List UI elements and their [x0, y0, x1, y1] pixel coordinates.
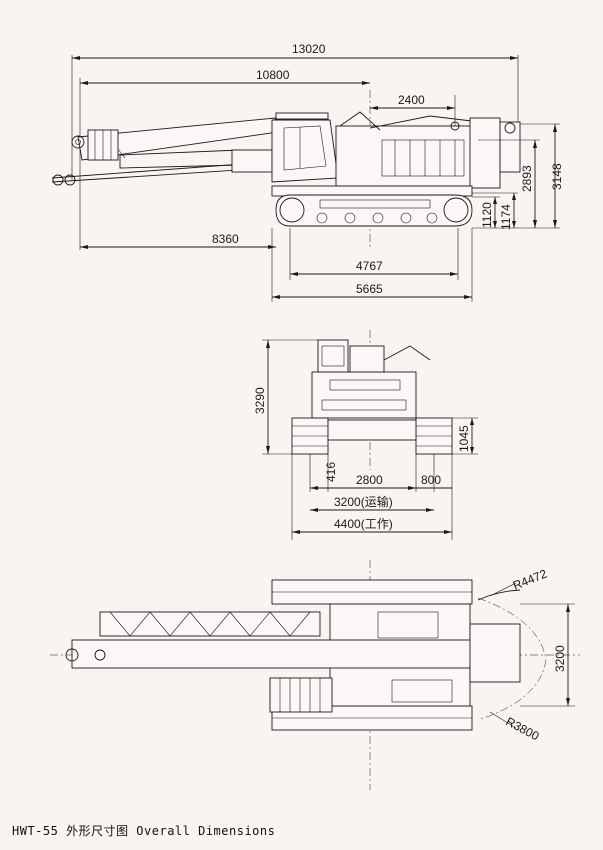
- dim-transport-width: 3200(运输): [334, 494, 393, 509]
- dim-center-to-rear: 2400: [398, 93, 425, 107]
- dim-front-height: 3290: [253, 387, 267, 414]
- dim-overall-height: 3148: [550, 163, 564, 190]
- dim-track-length: 5665: [356, 282, 383, 296]
- dim-ground-clearance: 1120: [480, 202, 494, 228]
- dim-shoe-width: 800: [421, 473, 441, 487]
- dim-boom-to-center: 10800: [256, 68, 290, 82]
- dim-tumbler-distance: 4767: [356, 259, 383, 273]
- dim-front-radius: R3800: [504, 714, 542, 743]
- dim-top-width: 3200: [553, 645, 567, 672]
- dim-track-gauge: 2800: [356, 473, 383, 487]
- dim-front-reach: 8360: [212, 232, 239, 246]
- side-view: 13020 10800 2400: [51, 42, 564, 302]
- dim-working-width: 4400(工作): [334, 517, 393, 531]
- dim-offset: 416: [324, 462, 338, 482]
- dim-overall-length: 13020: [292, 42, 326, 56]
- dim-front-track-height: 1045: [457, 425, 471, 452]
- dim-cab-height: 2893: [520, 165, 534, 192]
- figure-caption: HWT-55 外形尺寸图 Overall Dimensions: [12, 824, 276, 838]
- dim-track-height: 1174: [499, 204, 513, 230]
- front-view: 3290 1045 416 2800 800 3200(运输) 4400(工作): [253, 330, 478, 540]
- dim-tail-radius: R4472: [511, 566, 549, 592]
- top-view: R4472 R3800 3200: [50, 560, 580, 790]
